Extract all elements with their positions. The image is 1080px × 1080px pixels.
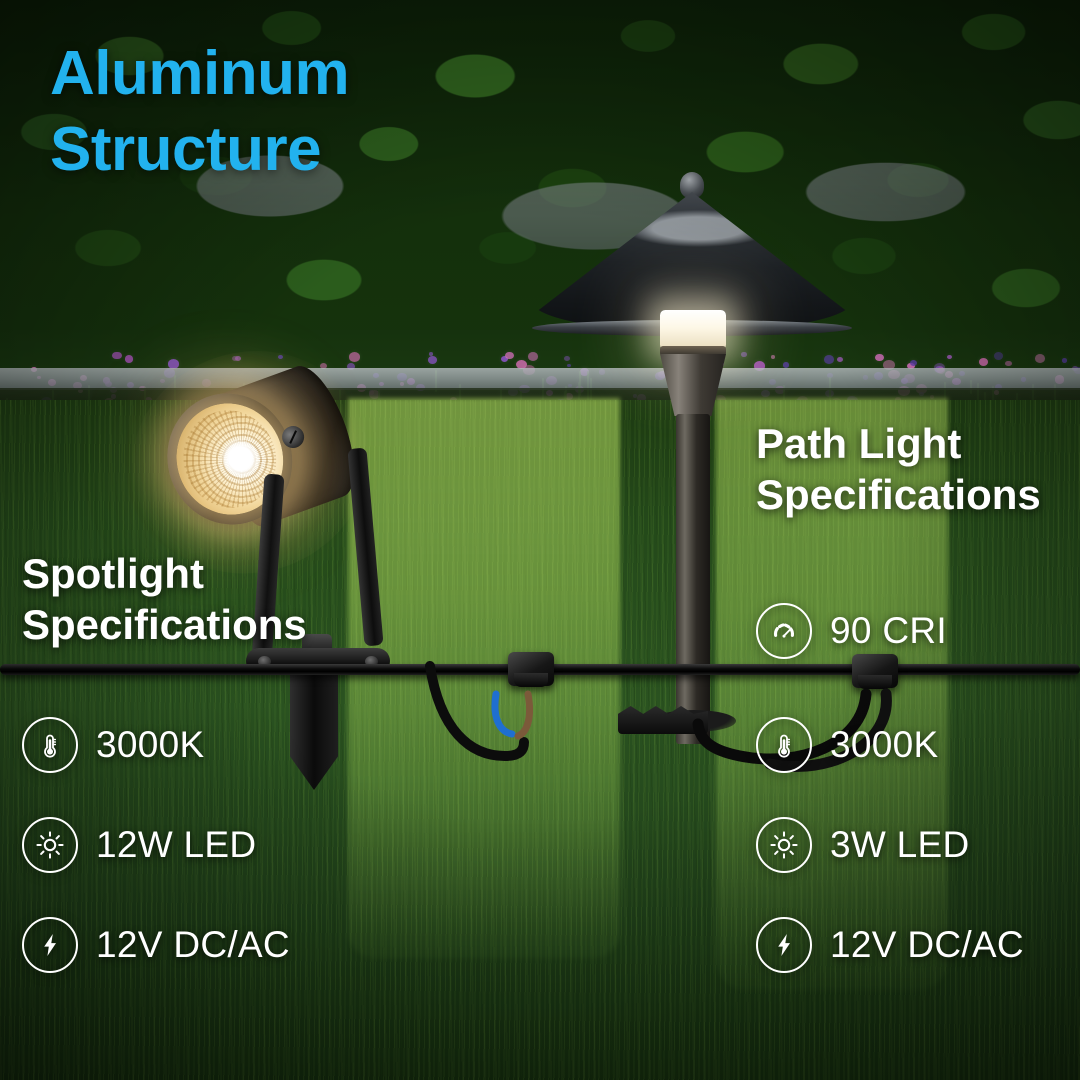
pathlight-spec-row: 3W LED <box>756 817 1024 873</box>
spotlight-spec-label: 12W LED <box>96 824 257 865</box>
page-title: Aluminum Structure <box>50 39 350 184</box>
spotlight-spec-list: 3000K 12W LED 12V DC/AC <box>22 717 290 1018</box>
spotlight-panel-heading: Spotlight Specifications <box>22 550 307 649</box>
spotlight-spec-label: 3000K <box>96 724 205 765</box>
pathlight-spec-row: 3000K <box>756 717 1024 773</box>
pathlight-spec-label: 3000K <box>830 724 939 765</box>
pathlight-spec-row: 90 CRI <box>756 603 1024 659</box>
cri-gauge-icon <box>756 603 812 659</box>
spotlight-spec-row: 3000K <box>22 717 290 773</box>
pathlight-spec-label: 3W LED <box>830 824 970 865</box>
spotlight-spec-row: 12W LED <box>22 817 290 873</box>
pathlight-spec-label: 90 CRI <box>830 610 947 651</box>
brightness-sun-icon <box>22 817 78 873</box>
lightning-bolt-icon <box>22 917 78 973</box>
thermometer-icon <box>22 717 78 773</box>
spotlight-spec-label: 12V DC/AC <box>96 924 290 965</box>
spotlight-spec-row: 12V DC/AC <box>22 917 290 973</box>
pathlight-panel-heading: Path Light Specifications <box>756 420 1041 519</box>
lightning-bolt-icon <box>756 917 812 973</box>
pathlight-spec-row: 12V DC/AC <box>756 917 1024 973</box>
pathlight-spec-list: 90 CRI 3000K 3W LED 12V DC/AC <box>756 603 1024 1018</box>
brightness-sun-icon <box>756 817 812 873</box>
thermometer-icon <box>756 717 812 773</box>
pathlight-spec-label: 12V DC/AC <box>830 924 1024 965</box>
